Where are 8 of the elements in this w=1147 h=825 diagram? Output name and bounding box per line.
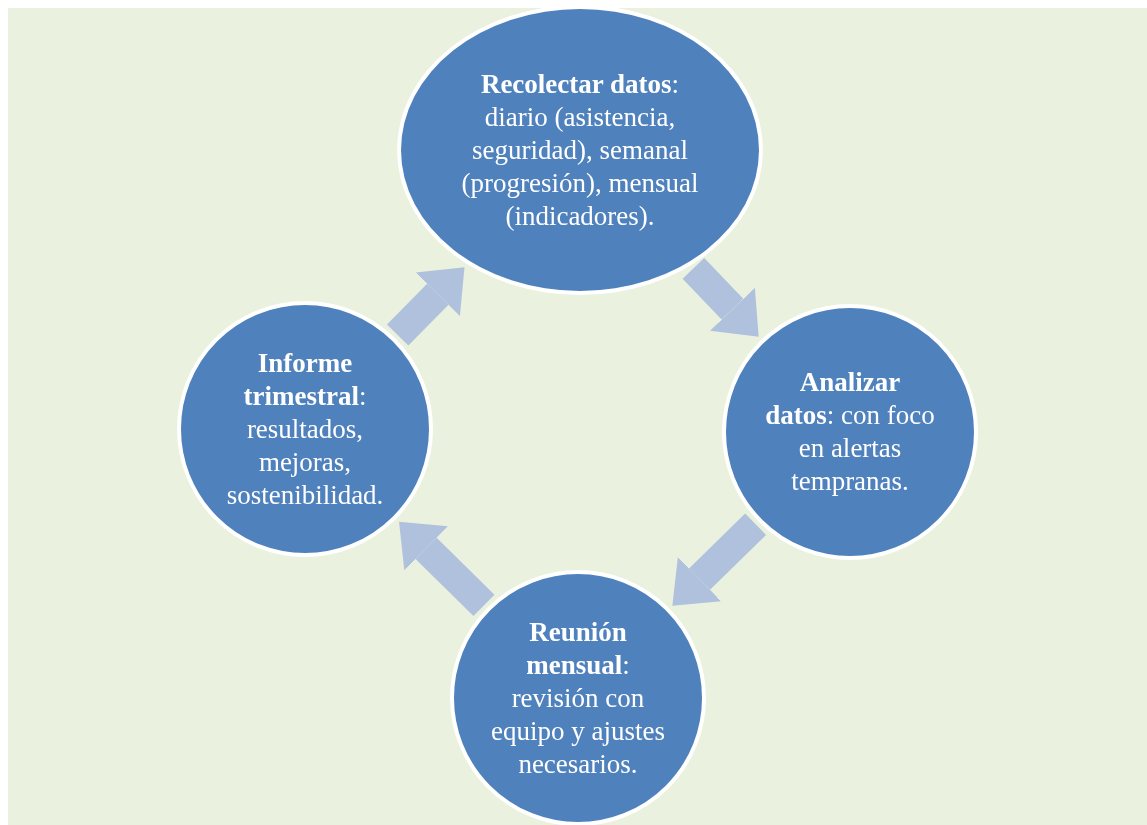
block-arrow [399,521,495,617]
block-arrow [386,267,465,346]
step-text: Recolectar datos: diario (asistencia, seguridad), semanal (progresión), mensual (indicadores). [460,67,700,233]
step-text: Reunión mensual: revisión con equipo y ajustes necesarios. [490,615,666,781]
step-text: Informe trimestral: resultados, mejoras, sostenibilidad. [225,346,385,512]
block-arrow [672,513,767,606]
step-text: Analizar datos: con foco en alertas tempranas. [765,366,935,498]
block-arrow [682,258,759,337]
